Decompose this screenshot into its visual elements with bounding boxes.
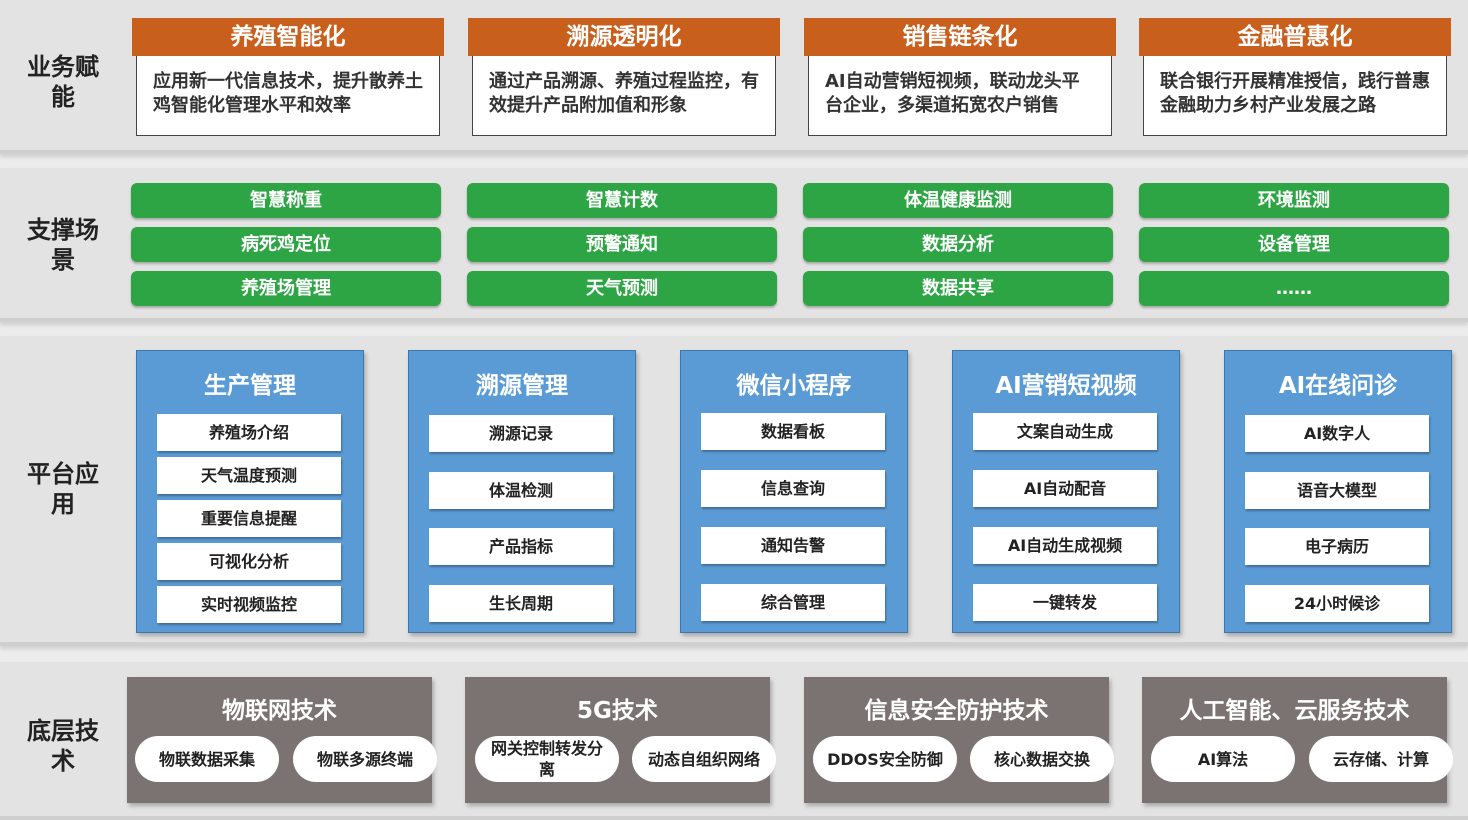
app-item: 天气温度预测 [157, 457, 341, 494]
tech-panel-ai-cloud: 人工智能、云服务技术 AI算法 云存储、计算 [1142, 677, 1453, 803]
tech-panel-title: 人工智能、云服务技术 [1179, 698, 1410, 724]
app-item: 养殖场介绍 [157, 414, 341, 451]
scene-pill: 智慧计数 [467, 183, 777, 218]
tech-panel-iot: 物联网技术 物联数据采集 物联多源终端 [127, 677, 437, 803]
scene-pill: 病死鸡定位 [131, 227, 441, 262]
app-item: 溯源记录 [429, 415, 613, 452]
app-item: AI自动配音 [973, 470, 1157, 507]
app-item: 一键转发 [973, 584, 1157, 621]
scene-pill: 预警通知 [467, 227, 777, 262]
scene-pill: 数据共享 [803, 271, 1113, 306]
app-panel-ai-video: AI营销短视频 文案自动生成 AI自动配音 AI自动生成视频 一键转发 [952, 350, 1180, 633]
app-panel-wechat: 微信小程序 数据看板 信息查询 通知告警 综合管理 [680, 350, 908, 633]
tech-pill: 物联多源终端 [293, 736, 437, 782]
app-panel-title: 微信小程序 [736, 373, 852, 399]
app-item: 可视化分析 [157, 543, 341, 580]
app-panel-title: AI在线问诊 [1278, 373, 1398, 399]
tech-pill: DDOS安全防御 [813, 736, 957, 782]
row-label-tech: 底层技术 [18, 716, 108, 776]
tech-panel-security: 信息安全防护技术 DDOS安全防御 核心数据交换 [804, 677, 1114, 803]
app-panel-production: 生产管理 养殖场介绍 天气温度预测 重要信息提醒 可视化分析 实时视频监控 [136, 350, 364, 633]
row-label-text: 业务赋能 [27, 53, 99, 111]
app-item: 24小时候诊 [1245, 585, 1429, 622]
scene-pill: 数据分析 [803, 227, 1113, 262]
tech-panel-title: 信息安全防护技术 [864, 698, 1049, 724]
app-item: 实时视频监控 [157, 586, 341, 623]
business-card-title: 金融普惠化 [1139, 18, 1451, 56]
business-card-traceability: 溯源透明化 通过产品溯源、养殖过程监控，有效提升产品附加值和形象 [468, 18, 780, 139]
scene-pill: 智慧称重 [131, 183, 441, 218]
app-item: AI自动生成视频 [973, 527, 1157, 564]
business-card-intelligent: 养殖智能化 应用新一代信息技术，提升散养土鸡智能化管理水平和效率 [132, 18, 444, 139]
row-label-text: 支撑场景 [27, 216, 99, 274]
app-item: AI数字人 [1245, 415, 1429, 452]
business-card-desc: 应用新一代信息技术，提升散养土鸡智能化管理水平和效率 [136, 56, 440, 136]
business-card-title: 销售链条化 [804, 18, 1116, 56]
app-panel-title: 生产管理 [204, 373, 296, 399]
app-item: 综合管理 [701, 584, 885, 621]
business-card-desc: AI自动营销短视频，联动龙头平台企业，多渠道拓宽农户销售 [808, 56, 1112, 136]
scene-pill: 环境监测 [1139, 183, 1449, 218]
tech-pill: 动态自组织网络 [632, 736, 776, 782]
app-item: 通知告警 [701, 527, 885, 564]
app-item: 信息查询 [701, 470, 885, 507]
app-item: 语音大模型 [1245, 472, 1429, 509]
row-label-text: 平台应用 [27, 460, 99, 518]
scene-pill: 养殖场管理 [131, 271, 441, 306]
app-item: 产品指标 [429, 528, 613, 565]
row-label-business: 业务赋能 [18, 52, 108, 112]
row-label-text: 底层技术 [27, 717, 99, 775]
app-item: 电子病历 [1245, 528, 1429, 565]
tech-pill: 物联数据采集 [135, 736, 279, 782]
scene-pill: 体温健康监测 [803, 183, 1113, 218]
scene-pill: 天气预测 [467, 271, 777, 306]
business-card-sales: 销售链条化 AI自动营销短视频，联动龙头平台企业，多渠道拓宽农户销售 [804, 18, 1116, 139]
tech-pill: 核心数据交换 [970, 736, 1114, 782]
app-item: 重要信息提醒 [157, 500, 341, 537]
business-card-desc: 通过产品溯源、养殖过程监控，有效提升产品附加值和形象 [472, 56, 776, 136]
tech-panel-title: 物联网技术 [222, 698, 337, 724]
app-panel-ai-consult: AI在线问诊 AI数字人 语音大模型 电子病历 24小时候诊 [1224, 350, 1452, 633]
app-panel-traceability: 溯源管理 溯源记录 体温检测 产品指标 生长周期 [408, 350, 636, 633]
scene-pill: 设备管理 [1139, 227, 1449, 262]
app-item: 生长周期 [429, 585, 613, 622]
row-label-apps: 平台应用 [18, 459, 108, 519]
tech-pill: 网关控制转发分离 [475, 736, 619, 782]
business-card-finance: 金融普惠化 联合银行开展精准授信，践行普惠金融助力乡村产业发展之路 [1139, 18, 1451, 139]
tech-pill: AI算法 [1151, 736, 1295, 782]
app-item: 数据看板 [701, 413, 885, 450]
scene-pill: …… [1139, 271, 1449, 306]
app-panel-title: 溯源管理 [476, 373, 568, 399]
app-item: 体温检测 [429, 472, 613, 509]
business-card-title: 养殖智能化 [132, 18, 444, 56]
business-card-desc: 联合银行开展精准授信，践行普惠金融助力乡村产业发展之路 [1143, 56, 1447, 136]
tech-panel-title: 5G技术 [577, 698, 658, 724]
app-panel-title: AI营销短视频 [995, 373, 1137, 399]
business-card-title: 溯源透明化 [468, 18, 780, 56]
tech-panel-5g: 5G技术 网关控制转发分离 动态自组织网络 [465, 677, 776, 803]
row-label-scenes: 支撑场景 [18, 215, 108, 275]
tech-pill: 云存储、计算 [1309, 736, 1453, 782]
app-item: 文案自动生成 [973, 413, 1157, 450]
